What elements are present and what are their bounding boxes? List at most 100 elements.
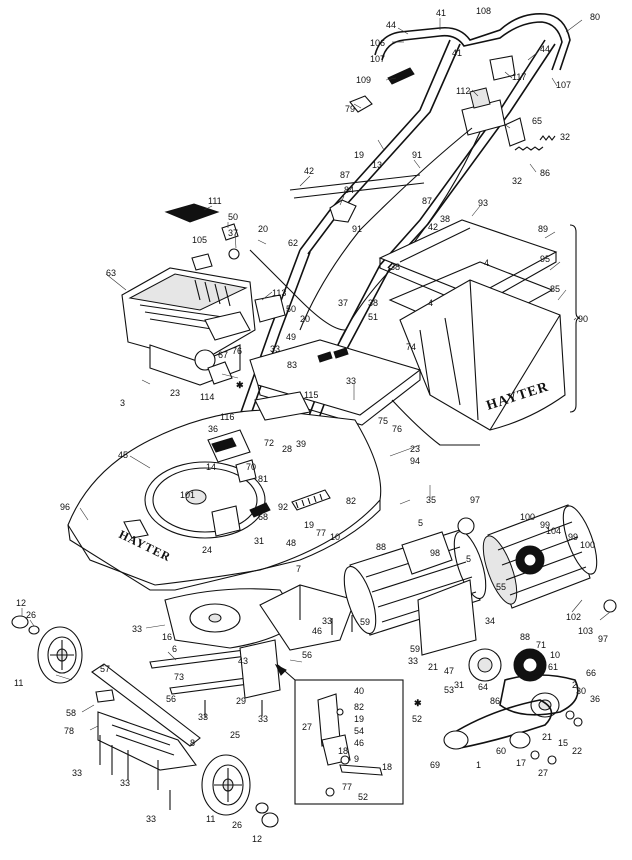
callout-1: 1 [476,760,481,770]
callout-81: 81 [258,474,268,484]
callout-59: 59 [360,617,370,627]
callout-72: 72 [264,438,274,448]
callout-7: 7 [296,564,301,574]
callout-88: 88 [376,542,386,552]
callout-13: 13 [372,160,382,170]
callout-49: 49 [286,332,296,342]
callout-64: 64 [478,682,488,692]
callout-112: 112 [456,86,470,96]
callout-11: 11 [14,678,23,688]
callout-100: 100 [520,512,535,522]
callout-114: 114 [200,392,214,402]
left-rear-wheel [201,754,279,828]
callout-86: 86 [540,168,550,178]
callout-36: 36 [590,694,600,704]
callout-44: 44 [386,20,396,30]
callout-53: 53 [444,685,454,695]
callout-78: 78 [64,726,74,736]
callout-52: 52 [358,792,368,802]
callout-99: 99 [568,532,578,542]
callout-116: 116 [220,412,234,422]
callout-113: 113 [272,288,286,298]
callout-52: 52 [412,714,422,724]
callout-75: 75 [378,416,388,426]
callout-47: 47 [444,666,454,676]
callout-111: 111 [208,196,222,206]
callout-23: 23 [410,444,420,454]
callout-38: 38 [368,298,378,308]
callout-46: 46 [354,738,364,748]
callout-3: 3 [120,398,125,408]
callout-83: 83 [287,360,297,370]
callout-39: 39 [296,439,306,449]
callout-32: 32 [512,176,522,186]
callout-6: 6 [172,644,177,654]
callout-82: 82 [346,496,356,506]
callout-20: 20 [300,314,310,324]
callout-33: 33 [258,714,268,724]
callout-65: 65 [532,116,542,126]
callout-103: 103 [578,626,593,636]
callout-25: 25 [230,730,240,740]
callout-86: 86 [490,696,500,706]
callout-98: 98 [430,548,440,558]
callout-57: 57 [100,664,110,674]
callout-63: 63 [106,268,116,278]
left-front-wheel [11,615,83,684]
callout-92: 92 [278,502,288,512]
callout-32: 32 [560,132,570,142]
callout-115: 115 [304,390,318,400]
callout-76: 76 [392,424,402,434]
callout-108: 108 [476,6,491,16]
callout-61: 61 [548,662,558,672]
callout-33: 33 [72,768,82,778]
callout-97: 97 [598,634,608,644]
callout-82: 82 [354,702,364,712]
callout-79: 79 [345,104,355,114]
callout-31: 31 [454,680,464,690]
callout-38: 38 [390,262,400,272]
callout-50: 50 [286,304,296,314]
front-roller [457,504,617,613]
callout-26: 26 [232,820,242,830]
callout-42: 42 [304,166,314,176]
callout-33: 33 [322,616,332,626]
callout-68: 68 [258,512,268,522]
height-adjust-arm [91,615,353,810]
callout-89: 89 [538,224,548,234]
callout-27: 27 [538,768,548,778]
callout-90: 90 [578,314,588,324]
callout-58: 58 [66,708,76,718]
callout-2: 2 [572,680,577,690]
callout-46: 46 [312,626,322,636]
callout-84: 84 [344,185,354,195]
callout-33: 33 [408,656,418,666]
callout-36: 36 [208,424,218,434]
callout-96: 96 [60,502,70,512]
grass-box [249,219,581,446]
drive-assembly [417,579,583,765]
callout-106: 106 [370,38,385,48]
callout-18: 18 [382,762,392,772]
callout-9: 9 [354,754,359,764]
callout-99: 99 [540,520,550,530]
callout-19: 19 [304,520,314,530]
callout-26: 26 [26,610,36,620]
callout-95: 95 [540,254,550,264]
callout-62: 62 [288,238,298,248]
callout-73: 73 [174,672,184,682]
callout-54: 54 [354,726,364,736]
callout-22: 22 [572,746,582,756]
callout-10: 10 [550,650,560,660]
callout-28: 28 [282,444,292,454]
callout-33: 33 [270,344,280,354]
callout-labels: 41 108 80 44 106 41 107 44 117 107 109 1… [14,6,608,844]
callout-87: 87 [340,170,350,180]
leader-lines [21,18,611,731]
callout-80: 80 [590,12,600,22]
callout-5: 5 [466,554,471,564]
callout-91: 91 [412,150,422,160]
callout-29: 29 [236,696,246,706]
callout-105: 105 [192,235,207,245]
